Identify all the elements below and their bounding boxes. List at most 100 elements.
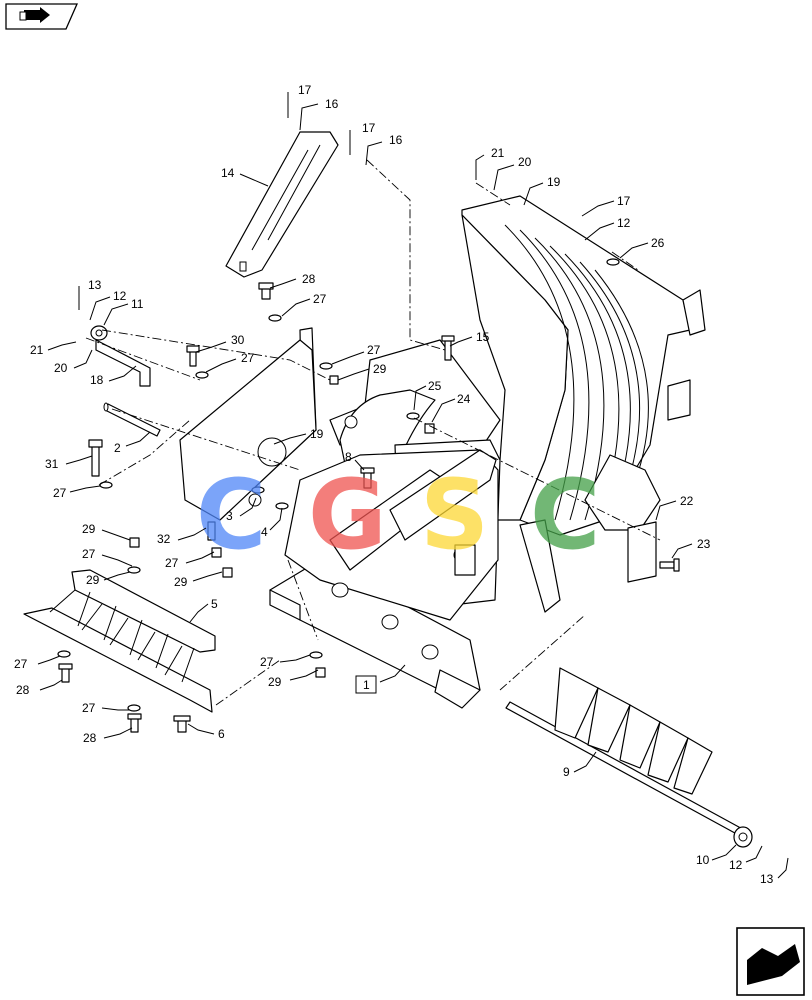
callout-label: 17	[298, 83, 312, 97]
callout-label: 1	[363, 678, 370, 692]
washer	[406, 412, 420, 420]
main-frame	[179, 327, 661, 709]
washer	[127, 566, 141, 574]
callout-label: 29	[86, 573, 100, 587]
callout-label: 25	[428, 379, 442, 393]
nut	[129, 537, 140, 548]
fasteners	[57, 258, 680, 733]
washer	[57, 650, 71, 658]
callout-label: 4	[261, 525, 268, 539]
callout-label: 27	[82, 547, 96, 561]
callout-label: 27	[82, 701, 96, 715]
callout-label: 26	[651, 236, 665, 250]
assembly-callout-box	[355, 675, 377, 694]
bolt	[88, 439, 103, 477]
callout-label: 22	[680, 494, 694, 508]
bolt	[441, 335, 455, 361]
bearing-bracket	[90, 325, 151, 387]
callout-label: 29	[174, 575, 188, 589]
callout-label: 19	[547, 175, 561, 189]
bolt	[186, 345, 200, 367]
next-page-arrow-icon[interactable]	[736, 927, 805, 996]
callout-label: 18	[90, 373, 104, 387]
callout-label: 17	[617, 194, 631, 208]
callout-label: 13	[88, 278, 102, 292]
callout-label: 30	[231, 333, 245, 347]
callout-label: 16	[389, 133, 403, 147]
watermark: C G S C	[196, 459, 600, 571]
callout-label: 27	[53, 486, 67, 500]
washer	[127, 704, 141, 712]
washer	[99, 481, 113, 489]
callout-label: 27	[313, 292, 327, 306]
callout-label: 12	[729, 858, 743, 872]
callout-label: 27	[260, 655, 274, 669]
pin	[173, 715, 191, 733]
bolt	[127, 713, 142, 733]
callout-label: 28	[302, 272, 316, 286]
callout-label: 10	[696, 853, 710, 867]
callout-labels: 17 16 17 16 14 21 20 19 17 12 26 13 12 1…	[14, 83, 774, 886]
deflector-plate	[225, 131, 339, 278]
callout-label: 29	[82, 522, 96, 536]
callout-label: 3	[226, 509, 233, 523]
rotor-shaft	[505, 667, 753, 848]
callout-label: 5	[211, 597, 218, 611]
callout-label: 20	[518, 155, 532, 169]
callout-label: 20	[54, 361, 68, 375]
washer	[268, 314, 282, 322]
leader-lines	[37, 92, 789, 879]
plate	[627, 521, 657, 583]
callout-label: 27	[165, 556, 179, 570]
callout-label: 28	[16, 683, 30, 697]
washer	[319, 362, 333, 370]
nut	[222, 567, 233, 578]
callout-label: 2	[114, 441, 121, 455]
callout-label: 6	[218, 727, 225, 741]
nut	[315, 667, 326, 678]
washer	[606, 258, 620, 266]
callout-label: 32	[157, 532, 171, 546]
callout-label: 21	[30, 343, 44, 357]
bolt	[659, 558, 680, 572]
callout-label: 28	[83, 731, 97, 745]
bolt	[360, 467, 375, 489]
bolt	[258, 282, 274, 300]
watermark-letter: C	[196, 459, 266, 571]
callout-label: 8	[345, 450, 352, 464]
bolt	[58, 663, 73, 683]
callout-label: 27	[14, 657, 28, 671]
callout-label: 16	[325, 97, 339, 111]
callout-label: 11	[131, 297, 144, 311]
watermark-letter: S	[420, 459, 489, 571]
watermark-letter: G	[308, 459, 387, 571]
callout-label: 13	[760, 872, 774, 886]
callout-label: 12	[113, 289, 127, 303]
callout-label: 27	[241, 351, 255, 365]
callout-label: 17	[362, 121, 376, 135]
callout-label: 31	[45, 457, 59, 471]
callout-label: 12	[617, 216, 631, 230]
callout-label: 29	[373, 362, 387, 376]
callout-label: 24	[457, 392, 471, 406]
bolt	[207, 521, 216, 541]
callout-label: 9	[563, 765, 570, 779]
book-arrow-icon[interactable]	[5, 3, 78, 30]
callout-label: 15	[476, 330, 490, 344]
callout-label: 21	[491, 146, 505, 160]
nut	[424, 423, 435, 434]
callout-label: 14	[221, 166, 235, 180]
callout-label: 29	[268, 675, 282, 689]
callout-label: 23	[697, 537, 711, 551]
watermark-letter: C	[530, 459, 600, 571]
callout-label: 19	[310, 427, 324, 441]
washer	[309, 651, 323, 659]
nut	[329, 375, 339, 385]
shaft	[103, 402, 161, 437]
assembly-lines	[85, 159, 661, 706]
lower-deflector	[23, 569, 216, 713]
callout-label: 27	[367, 343, 381, 357]
washer	[195, 371, 209, 379]
curved-screen	[461, 195, 706, 536]
